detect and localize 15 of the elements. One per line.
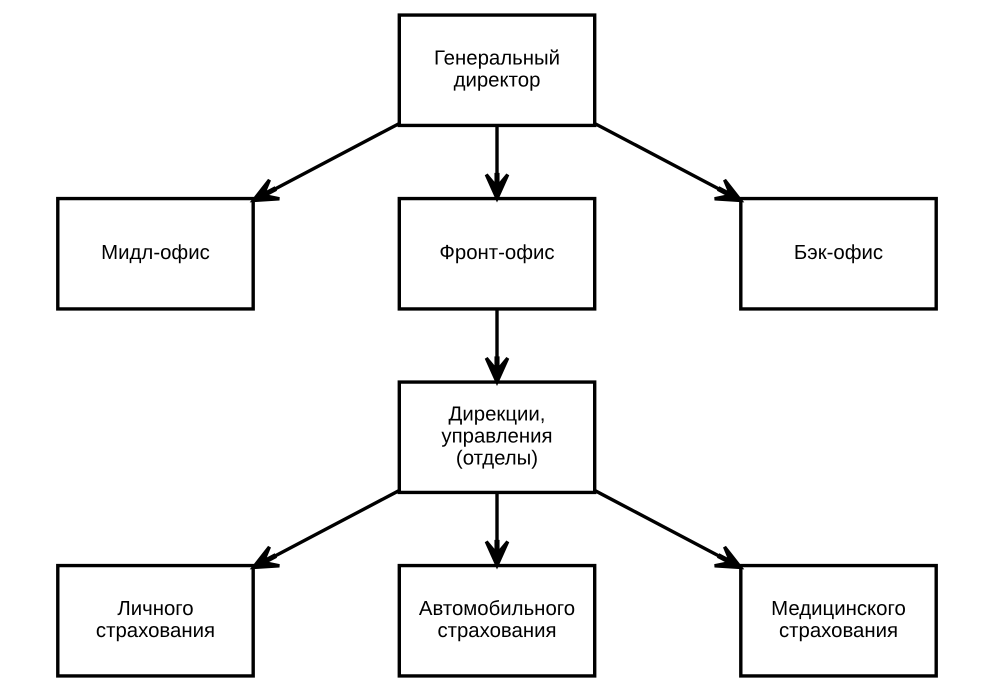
node-box: Личного страхования <box>56 564 254 678</box>
arrow <box>484 309 509 384</box>
arrow <box>484 126 509 200</box>
node-box: Генеральный директор <box>397 13 596 128</box>
arrow <box>484 492 509 568</box>
arrow <box>594 489 742 570</box>
node-box: Автомобильного страхования <box>397 564 596 678</box>
node-box: Фронт-офис <box>397 196 596 311</box>
node-box: Медицинского страхования <box>738 564 938 678</box>
node-box: Дирекции, управления (отделы) <box>397 380 596 494</box>
node-box: Бэк-офис <box>738 196 938 311</box>
node-box: Мидл-офис <box>56 196 254 311</box>
arrow <box>251 122 400 202</box>
arrow <box>594 122 742 202</box>
arrow <box>251 489 400 570</box>
